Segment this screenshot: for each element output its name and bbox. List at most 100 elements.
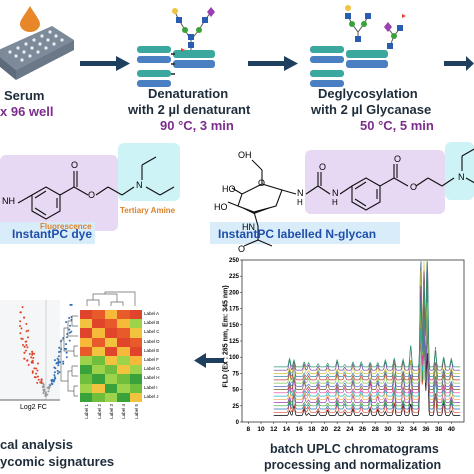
heatmap-cell bbox=[80, 383, 93, 393]
heatmap-row-label: Label F bbox=[144, 357, 160, 362]
volcano-point bbox=[21, 306, 24, 309]
y-tick-label: 225 bbox=[229, 274, 240, 280]
dye-caption-box bbox=[0, 222, 95, 244]
step3-line3: 50 °C, 5 min bbox=[360, 118, 434, 133]
volcano-point bbox=[36, 381, 39, 384]
x-tick-label: 40 bbox=[448, 426, 456, 433]
x-tick-label: 18 bbox=[308, 426, 316, 433]
heatmap-cell bbox=[80, 365, 93, 375]
volcano-point bbox=[36, 369, 39, 372]
heatmap-cell bbox=[104, 374, 118, 384]
heatmap-cell bbox=[104, 337, 118, 347]
atom-oh-top: OH bbox=[238, 150, 252, 160]
volcano-point bbox=[31, 371, 34, 374]
heatmap-cell bbox=[117, 346, 130, 356]
heatmap-cell bbox=[92, 346, 105, 356]
volcano-point bbox=[58, 371, 61, 374]
heatmap-cell bbox=[92, 319, 105, 329]
volcano-point bbox=[24, 349, 27, 352]
volcano-point bbox=[70, 303, 73, 306]
chromatogram-caption-line1: batch UPLC chromatograms bbox=[270, 442, 439, 456]
stats-caption-line1: cal analysis bbox=[0, 437, 73, 452]
volcano-point bbox=[53, 371, 56, 374]
x-tick-label: 28 bbox=[372, 426, 380, 433]
volcano-point bbox=[40, 381, 43, 384]
atom-ho-left: HO bbox=[214, 202, 228, 212]
volcano-point bbox=[46, 393, 49, 396]
volcano-point bbox=[19, 311, 22, 314]
step1-label-line2: x 96 well bbox=[0, 104, 54, 119]
volcano-point bbox=[68, 339, 71, 342]
arrow-left-icon bbox=[194, 353, 224, 368]
heatmap-cell bbox=[80, 356, 93, 366]
y-tick-label: 50 bbox=[232, 388, 239, 394]
volcano-point bbox=[57, 355, 60, 358]
volcano-point bbox=[33, 376, 36, 379]
heatmap-cell bbox=[104, 356, 118, 366]
volcano-point bbox=[27, 363, 30, 366]
x-tick-label: 14 bbox=[283, 426, 291, 433]
y-tick-label: 175 bbox=[229, 307, 240, 313]
serum-drop-icon bbox=[20, 6, 40, 32]
volcano-point bbox=[65, 347, 68, 350]
volcano-point bbox=[50, 382, 53, 385]
antibody-glycan-icon bbox=[137, 7, 215, 87]
arrow-right-icon bbox=[248, 56, 298, 71]
volcano-point bbox=[44, 393, 47, 396]
volcano-point bbox=[65, 343, 67, 346]
x-tick-label: 30 bbox=[384, 426, 392, 433]
volcano-point bbox=[56, 357, 59, 360]
atom-o-ester-top: O bbox=[71, 160, 79, 170]
heatmap-cell bbox=[117, 356, 130, 366]
deglycosylated-antibody-icon bbox=[310, 5, 406, 87]
volcano-point bbox=[27, 336, 29, 339]
atom-o-ester: O bbox=[88, 190, 96, 200]
heatmap-cell bbox=[92, 356, 105, 366]
atom-n-urea1: N bbox=[297, 188, 304, 198]
heatmap-cell bbox=[92, 374, 105, 384]
volcano-point bbox=[25, 330, 28, 333]
heatmap-cell bbox=[92, 328, 105, 338]
volcano-point bbox=[32, 357, 35, 359]
heatmap-top-dendrogram bbox=[86, 291, 136, 306]
volcano-point bbox=[53, 374, 56, 377]
heatmap-cell bbox=[104, 392, 118, 402]
volcano-point bbox=[35, 367, 38, 370]
heatmap-row-label: Label G bbox=[144, 366, 160, 372]
x-tick-label: 20 bbox=[321, 426, 329, 433]
atom-n-amine: N bbox=[136, 180, 143, 190]
volcano-point bbox=[25, 322, 28, 325]
volcano-point bbox=[58, 346, 61, 349]
chromatogram-y-axis-label: FLD (Ex : 285 nm, Em: 345 nm) bbox=[222, 285, 230, 388]
volcano-point bbox=[20, 327, 23, 330]
volcano-point bbox=[54, 367, 57, 370]
volcano-point bbox=[68, 331, 71, 334]
heatmap-dendrogram bbox=[60, 315, 78, 397]
heatmap-cell bbox=[129, 374, 142, 384]
heatmap-cell bbox=[80, 374, 93, 384]
volcano-point bbox=[26, 346, 29, 349]
volcano-point bbox=[37, 378, 40, 381]
heatmap-row-label: Label I bbox=[144, 384, 158, 390]
heatmap-cell bbox=[104, 365, 118, 375]
x-tick-label: 16 bbox=[295, 426, 303, 433]
heatmap-cell bbox=[80, 346, 93, 356]
atom-o-ring: O bbox=[258, 178, 266, 188]
heatmap-cell bbox=[129, 319, 142, 329]
volcano-point bbox=[65, 356, 68, 359]
heatmap-cell bbox=[104, 310, 118, 320]
volcano-point bbox=[42, 392, 45, 394]
heatmap-cell bbox=[92, 383, 105, 393]
heatmap-cell bbox=[104, 328, 118, 338]
volcano-point bbox=[52, 380, 55, 383]
heatmap-cell bbox=[80, 337, 93, 347]
volcano-point bbox=[31, 350, 34, 353]
chromatogram-frame bbox=[241, 259, 465, 423]
volcano-point bbox=[42, 389, 45, 392]
atom-o-acetyl: O bbox=[238, 244, 246, 254]
x-tick-label: 24 bbox=[346, 426, 354, 433]
heatmap-cell bbox=[117, 374, 130, 384]
heatmap-row-label: Label H bbox=[144, 375, 160, 381]
atom-n-amine-right: N bbox=[458, 172, 465, 182]
x-tick-label: 34 bbox=[410, 426, 418, 433]
